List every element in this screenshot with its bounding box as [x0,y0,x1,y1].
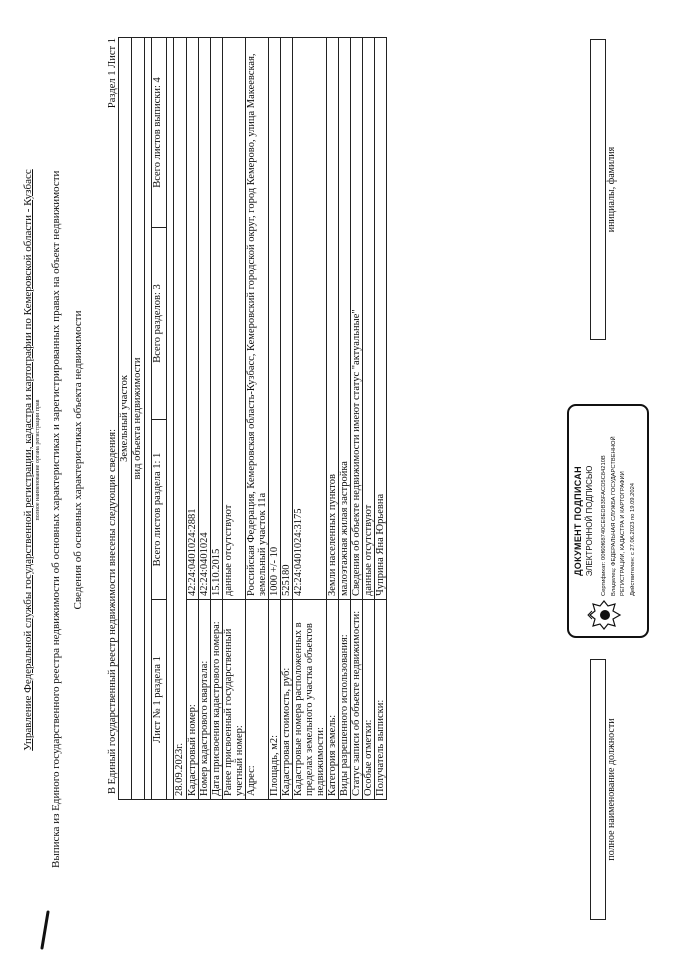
row-label: Ранее присвоенный государственный учетны… [222,599,246,800]
pen-mark [40,910,50,950]
sheet-number: Лист № 1 раздела 1 [151,599,167,800]
document-title: Выписка из Единого государственного реес… [50,170,62,868]
section-title: Сведения об основных характеристиках объ… [72,310,84,610]
table-row: Категория земель:Земли населенных пункто… [326,37,339,800]
name-cell [590,39,606,340]
row-value: 1000 +/- 10 [268,37,281,600]
row-label: Кадастровый номер: [186,599,199,800]
table-row: Особые отметки:данные отсутствуют [362,37,375,800]
table-row: Кадастровая стоимость, руб:525180 [280,37,293,800]
row-value: 15.10.2015 [210,37,223,600]
sections-total: Всего разделов: 3 [151,227,167,420]
row-label: Дата присвоения кадастрового номера: [210,599,223,800]
stamp-owner-line2: РЕГИСТРАЦИИ, КАДАСТРА И КАРТОГРАФИИ [620,471,626,596]
table-row: Номер кадастрового квартала:42:24:040102… [198,37,211,800]
row-label: Кадастровые номера расположенных в преде… [292,599,327,800]
row-value: данные отсутствуют [222,37,246,600]
row-value: 42:24:0401024:3175 [292,37,327,600]
row-value: данные отсутствуют [362,37,375,600]
table-row: Статус записи об объекте недвижимости:Св… [350,37,363,800]
row-label: Получатель выписки: [374,599,387,800]
table-row: Адрес:Российская Федерация, Кемеровская … [245,37,269,800]
stamp-line1: ДОКУМЕНТ ПОДПИСАН [573,466,583,576]
row-label: Адрес: [245,599,269,800]
stamp-certificate: Сертификат: 00f60f68740CE8EDB35FACD5C842… [601,455,607,596]
sheets-in-section: Всего листов раздела 1: 1 [151,419,167,600]
stamp-validity: Действителен: с 27.06.2023 по 19.09.2024 [630,482,636,596]
row-label: Кадастровая стоимость, руб: [280,599,293,800]
position-caption: полное наименование должности [606,718,617,861]
spacer-row [166,37,174,800]
row-value: Российская Федерация, Кемеровская област… [245,37,269,600]
row-value: Сведения об объекте недвижимости имеют с… [350,37,363,600]
object-kind-caption: вид объекта недвижимости [131,37,145,800]
row-value: малоэтажная жилая застройка [338,37,351,600]
row-value: 42:24:0401024 [198,37,211,600]
row-label: Особые отметки: [362,599,375,800]
table-row: Ранее присвоенный государственный учетны… [222,37,246,800]
agency-caption: полное наименование органа регистрации п… [35,399,41,521]
row-label: Виды разрешенного использования: [338,599,351,800]
table-row: Кадастровый номер:42:24:0401024:2881 [186,37,199,800]
row-label: Площадь, м2: [268,599,281,800]
characteristics-table: Земельный участок вид объекта недвижимос… [118,37,387,800]
extract-date: 28.09.2023г. [173,37,187,800]
row-value: Чуприна Яна Юрьевна [374,37,387,600]
table-row: Дата присвоения кадастрового номера:15.1… [210,37,223,800]
row-label: Статус записи об объекте недвижимости: [350,599,363,800]
agency-name: Управление Федеральной службы государств… [22,169,34,751]
spacer-row [144,37,152,800]
table-row: Виды разрешенного использования:малоэтаж… [338,37,351,800]
table-row: Получатель выписки:Чуприна Яна Юрьевна [374,37,387,800]
stamp-line2: ЭЛЕКТРОННОЙ ПОДПИСЬЮ [585,465,594,577]
stamp-owner-line1: Владелец: ФЕДЕРАЛЬНАЯ СЛУЖБА ГОСУДАРСТВЕ… [611,436,617,596]
row-label: Категория земель: [326,599,339,800]
row-label: Номер кадастрового квартала: [198,599,211,800]
name-caption: инициалы, фамилия [606,146,617,233]
coat-of-arms-icon [587,600,622,630]
object-kind: Земельный участок [118,37,132,800]
section-reference: Раздел 1 Лист 1 [107,38,118,109]
sheets-total: Всего листов выписки: 4 [151,37,167,228]
table-row: Площадь, м2:1000 +/- 10 [268,37,281,800]
position-cell [590,659,606,920]
electronic-signature-stamp: ДОКУМЕНТ ПОДПИСАН ЭЛЕКТРОННОЙ ПОДПИСЬЮ С… [567,404,649,638]
row-value: Земли населенных пунктов [326,37,339,600]
row-value: 525180 [280,37,293,600]
row-value: 42:24:0401024:2881 [186,37,199,600]
table-row: Кадастровые номера расположенных в преде… [292,37,327,800]
